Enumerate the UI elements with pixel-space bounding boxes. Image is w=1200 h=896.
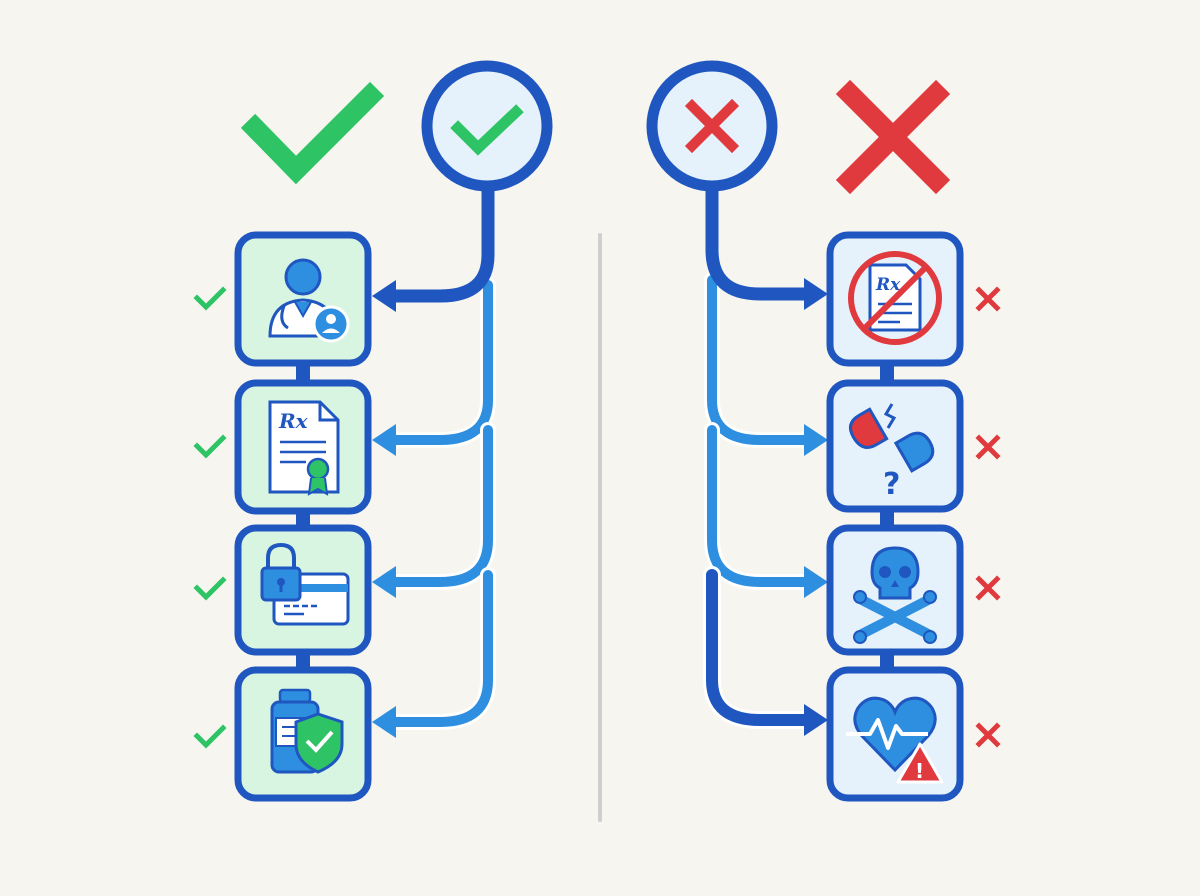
cross-circle-icon (646, 60, 778, 192)
doctor-icon (268, 258, 350, 343)
good-step-1 (234, 231, 372, 367)
check-circle-icon (421, 60, 553, 192)
small-cross-icon (975, 722, 1001, 748)
bad-column: Rx ? (646, 60, 1001, 802)
arrowheads (804, 278, 828, 736)
good-step-3 (234, 524, 372, 656)
good-column: Rx (193, 60, 553, 802)
question-mark-text: ? (883, 467, 900, 502)
skull-crossbones-icon (853, 546, 937, 644)
broken-pill-question-icon: ? (848, 403, 935, 502)
rx-text: Rx (278, 409, 309, 433)
small-cross-icon (975, 575, 1001, 601)
branch-lines (703, 272, 817, 729)
hub-connector-line (705, 178, 815, 301)
bad-step-2: ? (826, 379, 964, 513)
rx-text: Rx (875, 275, 901, 295)
arrowheads (372, 280, 396, 738)
small-cross-markers (975, 286, 1001, 748)
no-prescription-icon: Rx (848, 251, 942, 345)
bad-step-1: Rx (826, 231, 964, 367)
rx-prescription-document-icon: Rx (268, 400, 340, 496)
small-check-icon (193, 576, 227, 601)
small-check-markers (193, 286, 227, 749)
padlock-credit-card-icon (260, 542, 350, 626)
heart-warning-icon: ! (846, 696, 944, 784)
small-check-icon (193, 434, 227, 459)
warning-mark-text: ! (915, 759, 924, 783)
bad-step-3 (826, 524, 964, 656)
branch-lines (384, 277, 496, 730)
bad-step-4: ! (826, 666, 964, 802)
small-check-icon (193, 286, 227, 311)
small-cross-icon (975, 434, 1001, 460)
small-check-icon (193, 724, 227, 749)
small-cross-icon (975, 286, 1001, 312)
large-check-icon (240, 81, 385, 185)
hub-connector-line (385, 178, 495, 303)
good-step-2: Rx (234, 379, 372, 515)
large-cross-icon (835, 79, 951, 195)
good-step-4 (234, 666, 372, 802)
medicine-bottle-shield-icon (270, 688, 344, 774)
